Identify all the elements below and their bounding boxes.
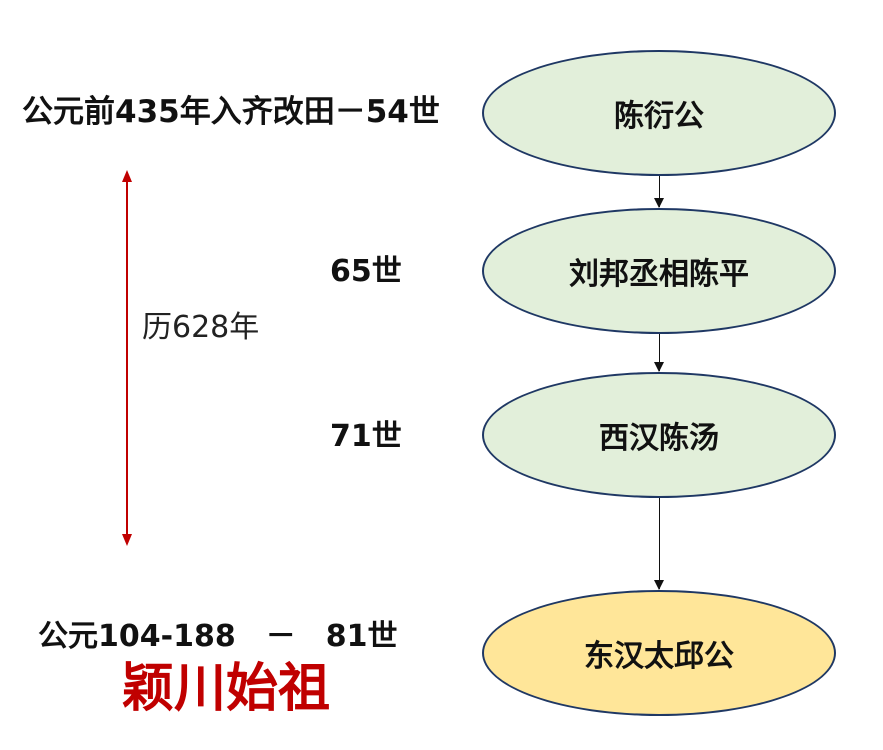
node-label: 陈衍公 [614, 99, 704, 134]
node-label: 西汉陈汤 [599, 421, 719, 456]
node-chen-yan: 陈衍公 [482, 50, 836, 176]
node-label: 刘邦丞相陈平 [569, 257, 749, 292]
time-span-arrow [122, 170, 132, 546]
era-label: 公元104-188 － 81世 [38, 619, 398, 654]
connector-arrow [654, 334, 664, 372]
node-tai-qiu-gong: 东汉太邱公 [482, 590, 836, 716]
connector-arrow [654, 176, 664, 208]
connector-arrow [654, 498, 664, 590]
time-span-label: 历628年 [142, 310, 260, 345]
origin-label: 公元前435年入齐改田－54世 [22, 94, 440, 130]
generation-71-label: 71世 [330, 419, 402, 454]
node-chen-ping: 刘邦丞相陈平 [482, 208, 836, 334]
generation-65-label: 65世 [330, 254, 402, 289]
founder-title: 颖川始祖 [122, 659, 331, 719]
node-chen-tang: 西汉陈汤 [482, 372, 836, 498]
node-label: 东汉太邱公 [584, 639, 734, 674]
